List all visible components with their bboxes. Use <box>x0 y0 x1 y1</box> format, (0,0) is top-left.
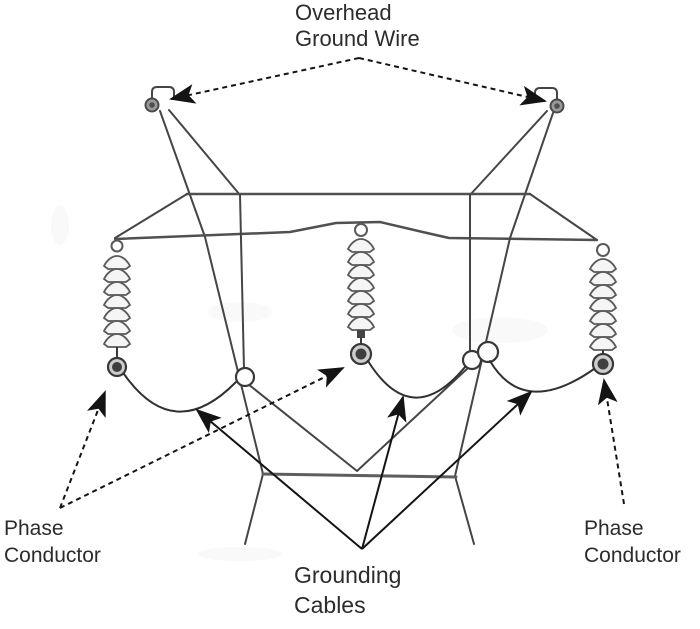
insulator-string-middle-icon <box>347 223 375 366</box>
phase-conductor-left-label-line2: Conductor <box>4 544 101 567</box>
tower-body <box>204 194 511 545</box>
dashed-callout-arrows <box>59 57 625 509</box>
overhead-ground-wire-label: Overhead Ground Wire <box>295 0 420 52</box>
grounding-cables-label-line1: Grounding <box>294 562 402 588</box>
grounding-ring-right-icon <box>476 340 500 364</box>
overhead-ground-wire-label-line2: Ground Wire <box>295 26 420 51</box>
grounding-ring-left-icon <box>234 366 256 388</box>
phase-conductor-right-label: Phase Conductor <box>584 515 681 569</box>
solid-callout-arrows <box>195 390 533 550</box>
phase-conductor-left-label-line1: Phase <box>4 517 64 540</box>
ground-wire-attachment-left-icon <box>144 86 175 113</box>
tower-crossarm <box>113 192 599 242</box>
overhead-ground-wire-label-line1: Overhead <box>295 0 392 25</box>
ground-wire-attachment-right-icon <box>534 87 565 114</box>
phase-conductor-right-label-line2: Conductor <box>584 544 681 567</box>
grounding-cables-label: Grounding Cables <box>294 560 401 620</box>
grounding-cables-label-line2: Cables <box>294 592 366 618</box>
phase-conductor-left-label: Phase Conductor <box>4 515 101 569</box>
phase-conductor-right-label-line1: Phase <box>584 517 644 540</box>
insulator-string-right-icon <box>589 243 617 376</box>
grounding-cables-lines <box>123 360 595 413</box>
tower-upper-legs <box>159 109 554 239</box>
insulator-string-left-icon <box>103 239 131 378</box>
